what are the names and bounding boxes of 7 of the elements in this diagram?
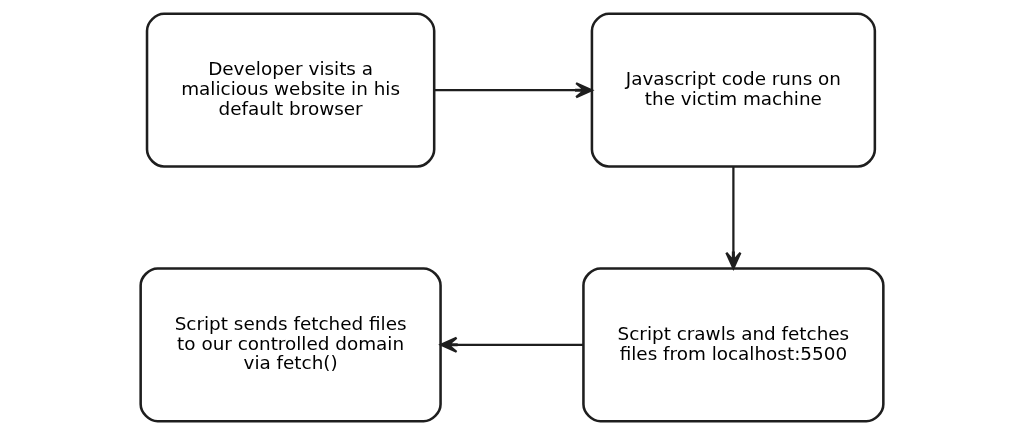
node-box: Script crawls and fetches files from localhost:5500 — [582, 267, 885, 423]
arrow — [439, 336, 584, 353]
arrow — [434, 82, 593, 99]
node-box: Developer visits a malicious website in his default browser — [145, 12, 436, 168]
arrow — [725, 166, 742, 270]
node-box: Javascript code runs on the victim machine — [590, 12, 877, 168]
node-box: Script sends fetched files to our controlled domain via fetch() — [139, 267, 442, 423]
